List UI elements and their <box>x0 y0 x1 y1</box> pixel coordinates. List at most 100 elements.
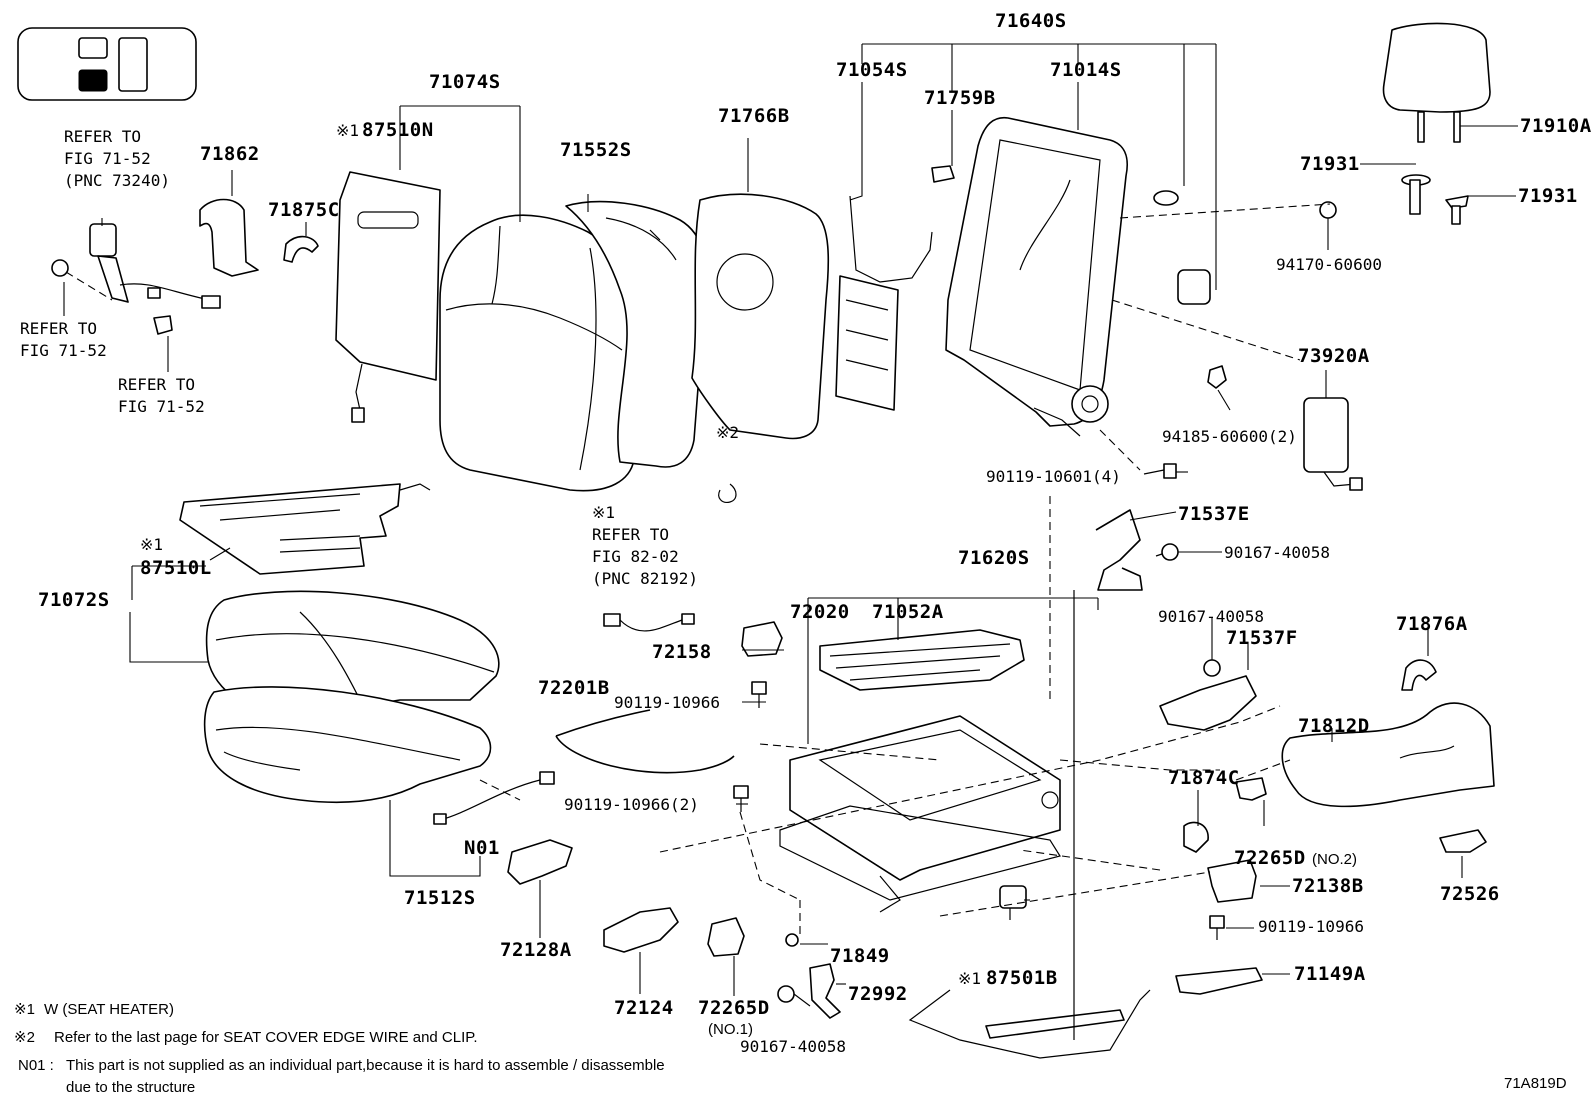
leader-lines <box>63 43 1518 1007</box>
seat-frame-track-illustration <box>779 715 1061 913</box>
screw-90167-upper-illustration <box>1155 543 1179 561</box>
screw-71849-illustration <box>785 933 799 947</box>
bolt-90119-10966-right-illustration <box>1209 915 1225 940</box>
harness-n01-illustration <box>433 771 555 825</box>
label-90167-40058-mid: 90167-40058 <box>1158 607 1264 626</box>
label-71537E: 71537E <box>1178 503 1250 525</box>
bushing-illustration <box>1153 190 1179 206</box>
diagram-id: 71A819D <box>1504 1075 1567 1092</box>
connector-illustration <box>1177 269 1211 305</box>
release-cable-illustration <box>908 590 1151 1059</box>
ref-belt-line3: (PNC 73240) <box>64 171 170 190</box>
label-90119-10966-upper: 90119-10966 <box>614 693 720 712</box>
label-90119-10966-pair: 90119-10966(2) <box>564 795 699 814</box>
headrest-guide-illustration <box>1401 174 1469 225</box>
ref-belt-line2: FIG 71-52 <box>64 149 151 168</box>
bolt-90119-10601-illustration <box>1143 463 1177 479</box>
mark-2: ※2 <box>716 423 739 442</box>
mark-87510L: ※1 <box>140 535 163 554</box>
label-71931-left: 71931 <box>1300 153 1360 175</box>
label-94170-60600: 94170-60600 <box>1276 255 1382 274</box>
label-72138B: 72138B <box>1292 875 1364 897</box>
label-72124: 72124 <box>614 997 674 1019</box>
label-72526: 72526 <box>1440 883 1500 905</box>
part-71862-illustration <box>199 198 259 277</box>
label-72265D-no2: 72265D <box>1234 847 1306 869</box>
label-71766B: 71766B <box>718 105 790 127</box>
label-72992: 72992 <box>848 983 908 1005</box>
note2-text: Refer to the last page for SEAT COVER ED… <box>54 1029 478 1046</box>
ref-bottom-line2: FIG 71-52 <box>118 397 205 416</box>
nut-94185-illustration <box>1207 365 1227 389</box>
label-71910A: 71910A <box>1520 115 1592 137</box>
ref-left-line2: FIG 71-52 <box>20 341 107 360</box>
label-90167-40058-lower: 90167-40058 <box>740 1037 846 1056</box>
label-71072S: 71072S <box>38 589 110 611</box>
label-72265D-no2-suffix: (NO.2) <box>1312 851 1357 868</box>
bolt-90119-10966-upper-illustration <box>751 681 767 708</box>
lever-71149a-illustration <box>1175 967 1263 995</box>
bolt-90119-10966-pair-illustration <box>733 785 749 812</box>
label-94185-60600: 94185-60600(2) <box>1162 427 1297 446</box>
part-71875c-illustration <box>283 235 319 263</box>
label-71931-right: 71931 <box>1518 185 1578 207</box>
note3-text: This part is not supplied as an individu… <box>66 1057 665 1074</box>
label-71875C: 71875C <box>268 199 340 221</box>
label-72265D-no1-suffix: (NO.1) <box>708 1021 753 1038</box>
label-71849: 71849 <box>830 945 890 967</box>
mark-87510N: ※1 <box>336 121 359 140</box>
label-87510L: 87510L <box>140 557 212 579</box>
label-71052A: 71052A <box>872 601 944 623</box>
label-71759B: 71759B <box>924 87 996 109</box>
label-N01: N01 <box>464 837 500 859</box>
seat-back-cover-illustration <box>439 214 638 492</box>
assembly-dashed-lines <box>479 203 1331 936</box>
screw-90167-lower-illustration <box>777 985 795 1003</box>
heater-mat-back-illustration <box>335 171 441 423</box>
label-72201B: 72201B <box>538 677 610 699</box>
label-87501B: 87501B <box>986 967 1058 989</box>
label-72158: 72158 <box>652 641 712 663</box>
ref-belt-line1: REFER TO <box>64 127 141 146</box>
label-71512S: 71512S <box>404 887 476 909</box>
cover-72265d-no1-illustration <box>707 917 745 957</box>
label-72128A: 72128A <box>500 939 572 961</box>
label-71054S: 71054S <box>836 59 908 81</box>
label-90119-10601: 90119-10601(4) <box>986 467 1121 486</box>
cap-71874c-illustration <box>1183 821 1209 853</box>
label-73920A: 73920A <box>1298 345 1370 367</box>
seat-back-frame-illustration <box>945 116 1128 437</box>
label-72265D-no1: 72265D <box>698 997 770 1019</box>
label-90119-10966-right: 90119-10966 <box>1258 917 1364 936</box>
ref-heater-line3: (PNC 82192) <box>592 569 698 588</box>
seat-back-pad-illustration <box>565 200 708 468</box>
ref-bottom-line1: REFER TO <box>118 375 195 394</box>
pad-72124-illustration <box>603 907 679 953</box>
bracket-72158-illustration <box>741 621 783 657</box>
label-71812D: 71812D <box>1298 715 1370 737</box>
label-71640S: 71640S <box>995 10 1067 32</box>
screw-90167-mid-illustration <box>1203 659 1221 677</box>
label-71876A: 71876A <box>1396 613 1468 635</box>
knob-72526-illustration <box>1439 829 1487 853</box>
spring-71052a-illustration <box>819 629 1025 691</box>
label-90167-40058-upper: 90167-40058 <box>1224 543 1330 562</box>
label-71149A: 71149A <box>1294 963 1366 985</box>
label-71537F: 71537F <box>1226 627 1298 649</box>
label-71552S: 71552S <box>560 139 632 161</box>
clip-marker-illustration <box>718 483 737 503</box>
heater-mat-cushion-illustration <box>179 483 431 575</box>
heater-wire-illustration <box>603 613 695 632</box>
seat-belt-buckle-illustration <box>51 223 221 335</box>
ref-heater-line2: FIG 82-02 <box>592 547 679 566</box>
cover-72265d-no2-illustration <box>1235 777 1267 801</box>
seat-cushion-pad-illustration <box>203 686 492 804</box>
label-72020: 72020 <box>790 601 850 623</box>
note3-mark: N01 : <box>18 1057 54 1074</box>
bracket-72992-illustration <box>809 963 841 1019</box>
ref-heater-line1: REFER TO <box>592 525 669 544</box>
wire-72201b-illustration <box>555 709 735 774</box>
label-71014S: 71014S <box>1050 59 1122 81</box>
ref-left-line1: REFER TO <box>20 319 97 338</box>
